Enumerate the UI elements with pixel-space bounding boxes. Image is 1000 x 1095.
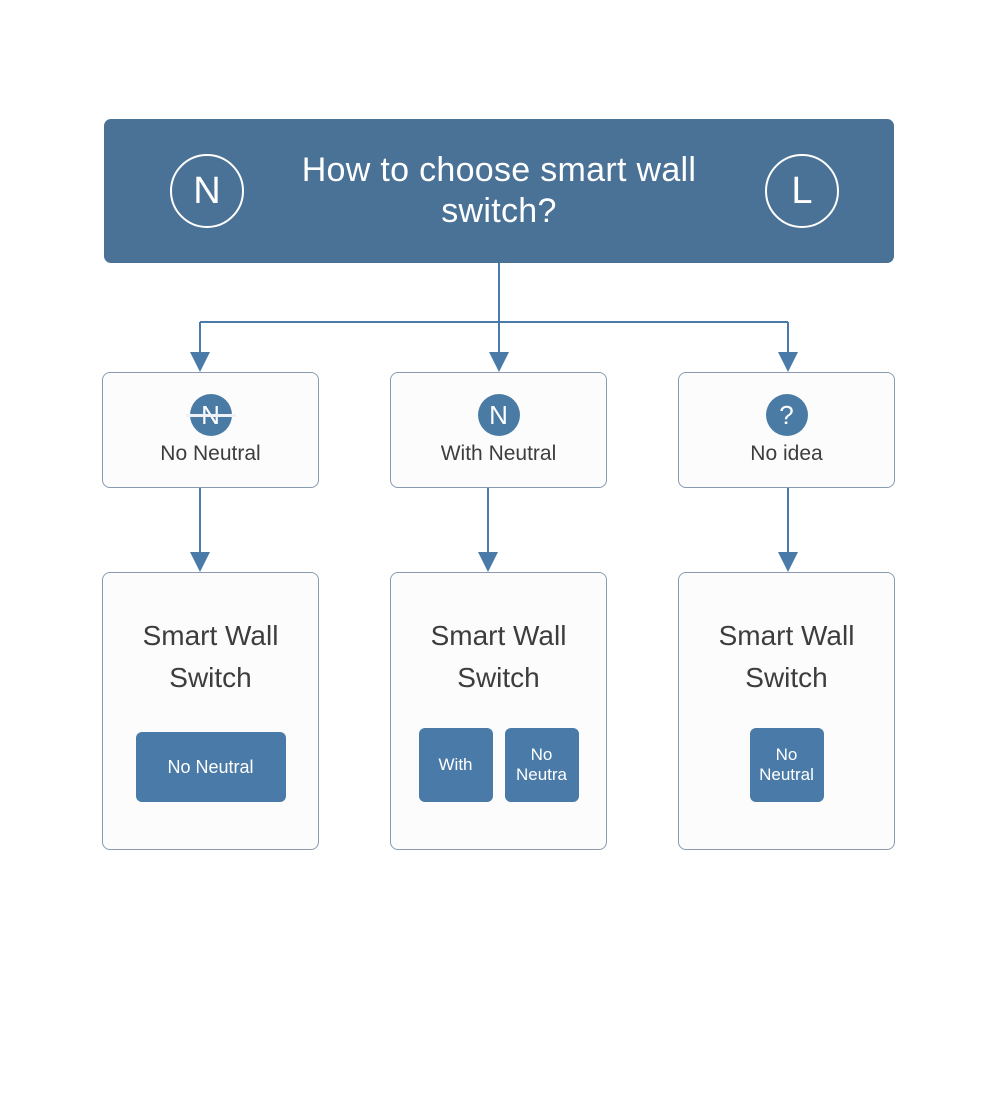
choice-card-with-neutral[interactable]: N With Neutral <box>390 372 607 488</box>
live-wire-badge-icon: L <box>765 154 839 228</box>
arrowhead-choice-1 <box>489 352 509 372</box>
arrowhead-product-0 <box>190 552 210 572</box>
product-tag-row: With No Neutra <box>391 728 606 802</box>
page-title: How to choose smart wall switch? <box>301 151 697 230</box>
choice-card-no-neutral[interactable]: N No Neutral <box>102 372 319 488</box>
product-tag-button-no-neutral[interactable]: No Neutra <box>504 728 579 802</box>
connector-arrowheads <box>190 352 798 572</box>
choice-label: With Neutral <box>440 442 557 466</box>
product-card-no-idea[interactable]: Smart Wall Switch No Neutral <box>678 572 895 850</box>
arrowhead-choice-2 <box>778 352 798 372</box>
product-title: Smart Wall Switch <box>430 620 567 693</box>
product-tag-button[interactable]: No Neutral <box>135 732 286 802</box>
choice-card-no-idea[interactable]: ? No idea <box>678 372 895 488</box>
with-neutral-icon-letter: N <box>489 400 508 431</box>
question-mark-icon-glyph: ? <box>779 400 794 431</box>
neutral-wire-badge-icon: N <box>170 154 244 228</box>
arrowhead-product-2 <box>778 552 798 572</box>
no-neutral-icon: N <box>185 394 236 437</box>
neutral-wire-badge-label: N <box>193 170 221 212</box>
product-tag-row: No Neutral <box>103 732 318 802</box>
product-title: Smart Wall Switch <box>718 620 855 693</box>
product-card-with-neutral[interactable]: Smart Wall Switch With No Neutra <box>390 572 607 850</box>
with-neutral-icon: N <box>477 394 520 437</box>
question-mark-icon: ? <box>765 394 808 437</box>
strikethrough-line-icon <box>185 413 236 417</box>
choice-label: No idea <box>750 442 823 466</box>
live-wire-badge-label: L <box>791 170 813 212</box>
product-title: Smart Wall Switch <box>142 620 279 693</box>
product-card-no-neutral[interactable]: Smart Wall Switch No Neutral <box>102 572 319 850</box>
arrowhead-product-1 <box>478 552 498 572</box>
header-banner: N How to choose smart wall switch? L <box>104 119 894 263</box>
product-tag-button-with[interactable]: With <box>418 728 493 802</box>
choice-label: No Neutral <box>160 442 261 466</box>
arrowhead-choice-0 <box>190 352 210 372</box>
product-tag-row: No Neutral <box>679 728 894 802</box>
product-tag-button[interactable]: No Neutral <box>749 728 824 802</box>
